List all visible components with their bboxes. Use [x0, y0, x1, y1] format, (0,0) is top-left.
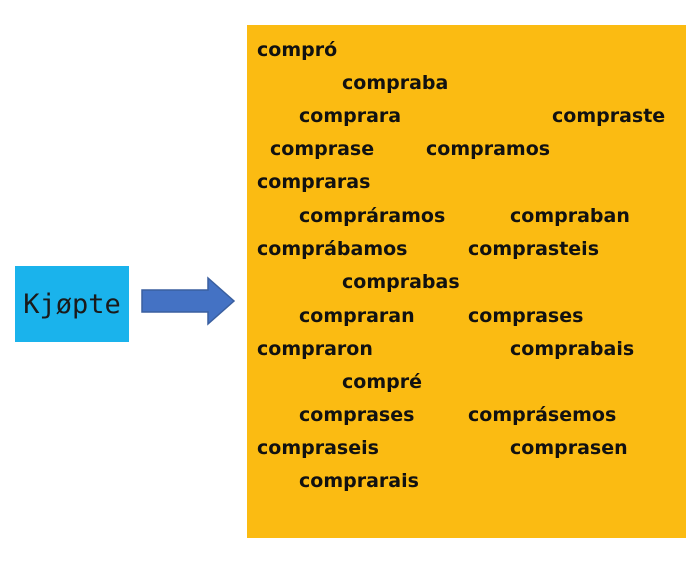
- verb-form: comprases: [299, 404, 415, 426]
- verb-form: compraras: [257, 171, 371, 193]
- verb-form: comprasteis: [468, 238, 600, 260]
- source-word: Kjøpte: [23, 288, 121, 320]
- verb-form: comprábamos: [257, 238, 408, 260]
- verb-form: comprases: [468, 305, 584, 327]
- conjugation-panel: compró compraba comprara compraste compr…: [247, 25, 686, 538]
- verb-form: compré: [342, 371, 422, 393]
- source-word-box: Kjøpte: [15, 266, 129, 342]
- verb-form: comprabais: [510, 338, 635, 360]
- verb-form: comprase: [270, 138, 375, 160]
- verb-form: compró: [257, 39, 338, 61]
- verb-form: comprarais: [299, 470, 419, 492]
- verb-form: compraste: [552, 105, 666, 127]
- verb-form: compraron: [257, 338, 373, 360]
- arrow-right-icon: [141, 276, 236, 326]
- verb-form: comprasen: [510, 437, 628, 459]
- verb-form: comprásemos: [468, 404, 617, 426]
- verb-form: comprabas: [342, 271, 460, 293]
- verb-form: compraba: [342, 72, 449, 94]
- verb-form: compráramos: [299, 205, 446, 227]
- verb-form: comprara: [299, 105, 402, 127]
- verb-form: compramos: [426, 138, 551, 160]
- verb-form: compraseis: [257, 437, 379, 459]
- verb-form: compraran: [299, 305, 415, 327]
- verb-form: compraban: [510, 205, 630, 227]
